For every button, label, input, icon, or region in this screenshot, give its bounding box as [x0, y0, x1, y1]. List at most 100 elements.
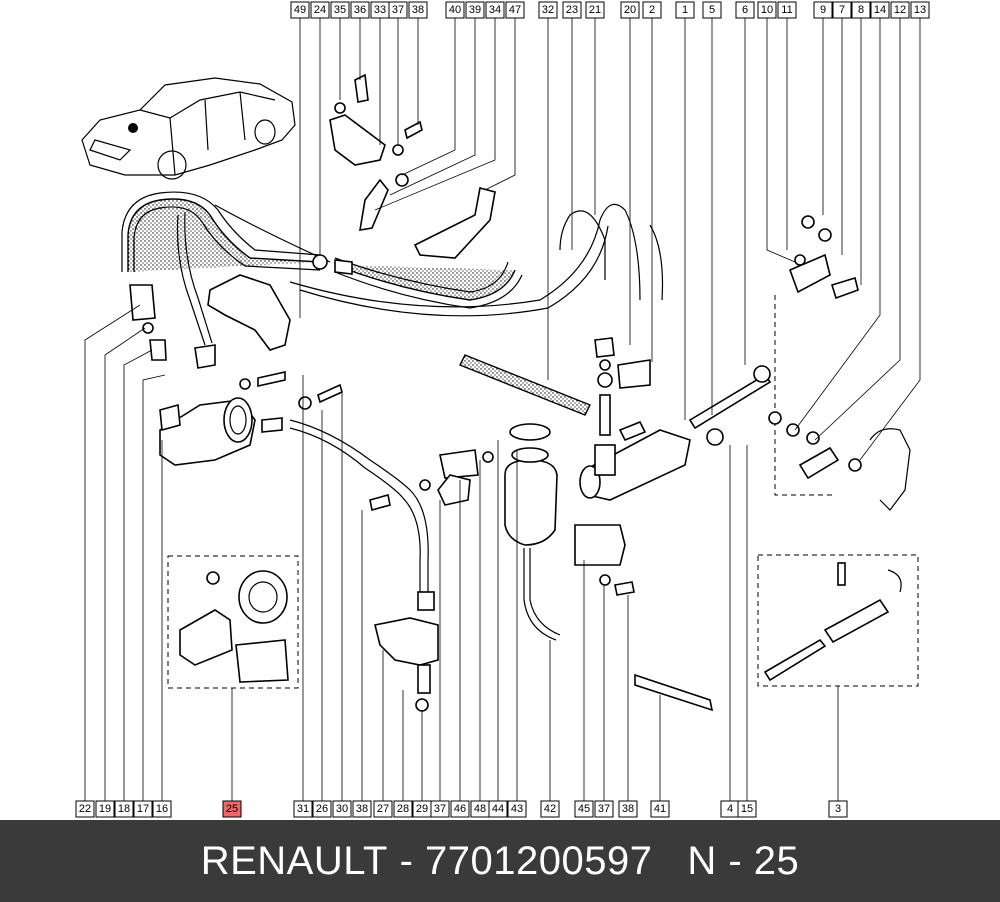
master-cylinder — [369, 337, 772, 712]
footer-brand: RENAULT — [200, 838, 388, 883]
svg-text:37: 37 — [434, 803, 446, 815]
callout-top-35: 35 — [330, 1, 350, 19]
footer-page-code: N - 25 — [687, 838, 800, 883]
callout-bottom-19: 19 — [95, 800, 115, 818]
callout-top-5: 5 — [702, 1, 722, 19]
callout-bottom-37: 37 — [594, 800, 614, 818]
svg-text:2: 2 — [649, 4, 655, 16]
callout-top-1: 1 — [675, 1, 695, 19]
svg-text:28: 28 — [397, 803, 409, 815]
svg-text:33: 33 — [374, 4, 386, 16]
svg-text:40: 40 — [449, 4, 461, 16]
svg-text:17: 17 — [137, 803, 149, 815]
callout-bottom-18: 18 — [114, 800, 134, 818]
callout-bottom-37: 37 — [430, 800, 450, 818]
callout-bottom-22: 22 — [75, 800, 95, 818]
svg-text:29: 29 — [416, 803, 428, 815]
svg-text:42: 42 — [544, 803, 556, 815]
callout-bottom-46: 46 — [450, 800, 470, 818]
svg-text:20: 20 — [624, 4, 636, 16]
slave-cylinder — [159, 371, 343, 466]
svg-text:15: 15 — [741, 803, 753, 815]
callout-bottom-17: 17 — [133, 800, 153, 818]
callout-bottom-27: 27 — [373, 800, 393, 818]
svg-text:18: 18 — [118, 803, 130, 815]
svg-text:39: 39 — [469, 4, 481, 16]
hydraulic-lines — [121, 191, 664, 600]
footer-banner: RENAULT - 7701200597 N - 25 — [0, 820, 1000, 902]
svg-text:14: 14 — [874, 4, 886, 16]
callout-top-8: 8 — [851, 1, 871, 19]
car-illustration — [81, 77, 296, 180]
callout-top-21: 21 — [585, 1, 605, 19]
callout-top-38: 38 — [408, 1, 428, 19]
svg-text:1: 1 — [682, 4, 688, 16]
svg-text:23: 23 — [566, 4, 578, 16]
callout-top-10: 10 — [757, 1, 777, 19]
svg-text:26: 26 — [316, 803, 328, 815]
leader-lines — [84, 18, 921, 802]
svg-text:35: 35 — [334, 4, 346, 16]
repair-kit-right — [757, 554, 919, 687]
svg-text:38: 38 — [412, 4, 424, 16]
callout-bottom-4: 4 — [720, 800, 740, 818]
pedal-linkage — [768, 215, 911, 511]
svg-text:4: 4 — [727, 803, 733, 815]
callout-bottom-30: 30 — [332, 800, 352, 818]
callout-bottom-15: 15 — [737, 800, 757, 818]
svg-text:31: 31 — [297, 803, 309, 815]
repair-kit-left — [167, 555, 299, 689]
callout-top-24: 24 — [310, 1, 330, 19]
callout-bottom-16: 16 — [152, 800, 172, 818]
svg-text:38: 38 — [356, 803, 368, 815]
callout-bottom-38: 38 — [618, 800, 638, 818]
svg-text:13: 13 — [914, 4, 926, 16]
callout-top-36: 36 — [350, 1, 370, 19]
callout-bottom-38: 38 — [352, 800, 372, 818]
svg-text:37: 37 — [392, 4, 404, 16]
svg-text:25: 25 — [226, 803, 238, 815]
svg-text:48: 48 — [474, 803, 486, 815]
svg-text:46: 46 — [454, 803, 466, 815]
svg-text:12: 12 — [894, 4, 906, 16]
svg-text:10: 10 — [761, 4, 773, 16]
callout-top-34: 34 — [485, 1, 505, 19]
callout-top-9: 9 — [813, 1, 833, 19]
callout-top-37: 37 — [388, 1, 408, 19]
svg-text:44: 44 — [492, 803, 504, 815]
svg-text:38: 38 — [622, 803, 634, 815]
callout-top-2: 2 — [642, 1, 662, 19]
callout-bottom-41: 41 — [650, 800, 670, 818]
callout-top-7: 7 — [832, 1, 852, 19]
mounting-brackets — [129, 73, 496, 369]
callout-bottom-3: 3 — [828, 800, 848, 818]
svg-text:7: 7 — [839, 4, 845, 16]
callout-bottom-29: 29 — [412, 800, 432, 818]
svg-text:16: 16 — [156, 803, 168, 815]
callout-top-47: 47 — [505, 1, 525, 19]
callout-bottom-45: 45 — [574, 800, 594, 818]
callout-top-33: 33 — [370, 1, 390, 19]
svg-text:19: 19 — [99, 803, 111, 815]
callout-bottom-42: 42 — [540, 800, 560, 818]
svg-text:6: 6 — [742, 4, 748, 16]
callout-top-14: 14 — [870, 1, 890, 19]
callout-bottom-28: 28 — [393, 800, 413, 818]
svg-text:27: 27 — [377, 803, 389, 815]
svg-text:11: 11 — [781, 4, 792, 16]
callout-top-49: 49 — [290, 1, 310, 19]
callout-top-23: 23 — [562, 1, 582, 19]
svg-text:43: 43 — [511, 803, 523, 815]
svg-text:37: 37 — [598, 803, 610, 815]
callout-top-40: 40 — [445, 1, 465, 19]
svg-text:36: 36 — [354, 4, 366, 16]
svg-text:9: 9 — [820, 4, 826, 16]
callout-bottom-44: 44 — [488, 800, 508, 818]
svg-text:5: 5 — [709, 4, 715, 16]
svg-text:30: 30 — [336, 803, 348, 815]
callout-bottom-31: 31 — [293, 800, 313, 818]
svg-text:21: 21 — [589, 4, 601, 16]
svg-text:22: 22 — [79, 803, 91, 815]
